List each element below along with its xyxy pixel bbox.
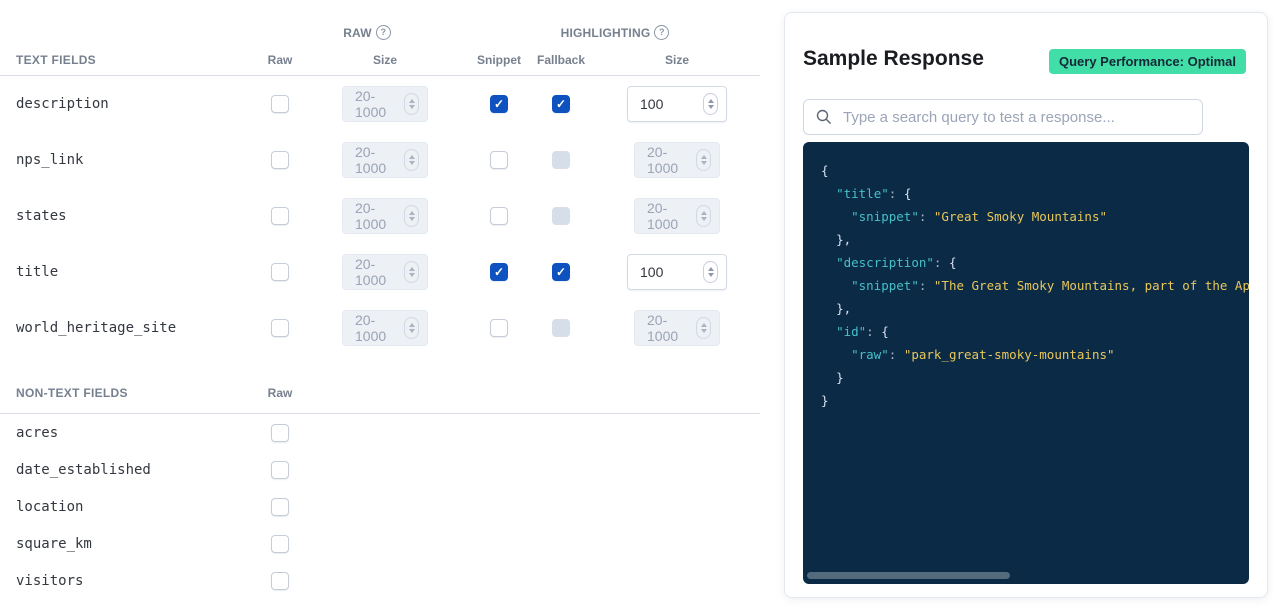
number-stepper-icon[interactable] xyxy=(404,205,419,227)
field-name: description xyxy=(16,96,109,112)
field-name: nps_link xyxy=(16,152,84,168)
fallback-checkbox[interactable] xyxy=(552,95,570,113)
raw-group-label: RAW xyxy=(343,25,372,40)
raw-checkbox[interactable] xyxy=(271,497,289,516)
code-line: "id": { xyxy=(836,324,889,339)
sample-response-card: Sample Response Query Performance: Optim… xyxy=(784,12,1268,598)
raw-size-input[interactable]: 20-1000 xyxy=(342,86,428,122)
number-stepper-icon[interactable] xyxy=(703,93,718,115)
field-name: world_heritage_site xyxy=(16,320,177,336)
raw-checkbox[interactable] xyxy=(271,534,289,553)
field-name: square_km xyxy=(16,535,92,552)
field-name: title xyxy=(16,264,59,280)
raw-help-icon[interactable]: ? xyxy=(375,25,391,40)
number-stepper-icon[interactable] xyxy=(404,149,419,171)
table-row: nps_link 20-1000 20-1000 xyxy=(0,132,760,188)
raw-checkbox[interactable] xyxy=(271,95,289,113)
raw-checkbox[interactable] xyxy=(271,263,289,281)
raw-checkbox[interactable] xyxy=(271,207,289,225)
table-row: date_established xyxy=(0,451,760,488)
number-stepper-icon[interactable] xyxy=(404,317,419,339)
raw-size-input[interactable]: 20-1000 xyxy=(342,254,428,290)
search-icon xyxy=(816,109,831,124)
number-stepper-icon[interactable] xyxy=(404,93,419,115)
raw-size-input[interactable]: 20-1000 xyxy=(342,142,428,178)
search-box[interactable] xyxy=(803,99,1203,135)
table-row: states 20-1000 20-1000 xyxy=(0,188,760,244)
snippet-checkbox[interactable] xyxy=(490,263,508,281)
highlighting-group-label: HIGHLIGHTING xyxy=(560,25,651,40)
horizontal-scrollbar[interactable] xyxy=(807,572,1010,579)
highlight-size-input[interactable]: 20-1000 xyxy=(634,198,720,234)
snippet-checkbox[interactable] xyxy=(490,151,508,169)
table-row: acres xyxy=(0,414,760,451)
highlighting-help-icon[interactable]: ? xyxy=(654,25,670,40)
code-line: } xyxy=(836,370,844,385)
number-stepper-icon[interactable] xyxy=(696,317,711,339)
table-row: location xyxy=(0,488,760,525)
query-performance-badge: Query Performance: Optimal xyxy=(1049,49,1246,74)
table-row: title 20-1000 100 xyxy=(0,244,760,300)
code-line: "description": { xyxy=(836,255,957,270)
search-input[interactable] xyxy=(841,107,1190,127)
table-row: description 20-1000 100 xyxy=(0,76,760,132)
raw-size-input[interactable]: 20-1000 xyxy=(342,198,428,234)
snippet-checkbox[interactable] xyxy=(490,319,508,337)
table-row: visitors xyxy=(0,562,760,599)
table-row: square_km xyxy=(0,525,760,562)
field-name: states xyxy=(16,208,67,224)
code-line: { xyxy=(821,163,829,178)
code-line: "title": { xyxy=(836,186,912,201)
column-fallback: Fallback xyxy=(536,52,586,67)
number-stepper-icon[interactable] xyxy=(404,261,419,283)
highlight-size-input[interactable]: 100 xyxy=(627,86,727,122)
highlighting-group-header: HIGHLIGHTING ? xyxy=(472,25,758,40)
column-raw: Raw xyxy=(267,52,293,67)
field-name: location xyxy=(16,498,84,515)
column-raw-size: Size xyxy=(372,52,397,67)
column-snippet: Snippet xyxy=(477,52,521,67)
code-line: }, xyxy=(836,232,852,247)
fallback-checkbox[interactable] xyxy=(552,151,570,169)
raw-group-header: RAW ? xyxy=(262,25,472,40)
text-fields-header-row: TEXT FIELDS Raw Size Snippet Fallback Si… xyxy=(0,44,760,76)
card-title: Sample Response xyxy=(803,47,984,70)
highlight-size-input[interactable]: 20-1000 xyxy=(634,142,720,178)
raw-checkbox[interactable] xyxy=(271,571,289,590)
group-header-row: RAW ? HIGHLIGHTING ? xyxy=(0,0,760,44)
number-stepper-icon[interactable] xyxy=(696,205,711,227)
number-stepper-icon[interactable] xyxy=(696,149,711,171)
table-row: world_heritage_site 20-1000 20-1000 xyxy=(0,300,760,356)
non-text-fields-header-row: NON-TEXT FIELDS Raw xyxy=(0,372,760,414)
code-line: "raw": "park_great-smoky-mountains" xyxy=(851,347,1115,362)
raw-checkbox[interactable] xyxy=(271,460,289,479)
fallback-checkbox[interactable] xyxy=(552,207,570,225)
raw-checkbox[interactable] xyxy=(271,151,289,169)
snippet-checkbox[interactable] xyxy=(490,207,508,225)
code-line: } xyxy=(821,393,829,408)
raw-checkbox[interactable] xyxy=(271,319,289,337)
snippet-checkbox[interactable] xyxy=(490,95,508,113)
non-text-fields-header: NON-TEXT FIELDS xyxy=(16,385,128,400)
code-line: "snippet": "The Great Smoky Mountains, p… xyxy=(851,278,1249,293)
code-line: }, xyxy=(836,301,852,316)
fallback-checkbox[interactable] xyxy=(552,263,570,281)
text-fields-header: TEXT FIELDS xyxy=(16,52,96,67)
result-settings-table: RAW ? HIGHLIGHTING ? TEXT FIELDS Raw Siz… xyxy=(0,0,760,599)
column-highlight-size: Size xyxy=(664,52,689,67)
number-stepper-icon[interactable] xyxy=(703,261,718,283)
field-name: date_established xyxy=(16,461,151,478)
fallback-checkbox[interactable] xyxy=(552,319,570,337)
response-code-block: { "title": { "snippet": "Great Smoky Mou… xyxy=(803,142,1249,584)
code-line: "snippet": "Great Smoky Mountains" xyxy=(851,209,1107,224)
raw-checkbox[interactable] xyxy=(271,423,289,442)
field-name: visitors xyxy=(16,572,84,589)
raw-size-input[interactable]: 20-1000 xyxy=(342,310,428,346)
highlight-size-input[interactable]: 100 xyxy=(627,254,727,290)
column-raw-non-text: Raw xyxy=(267,385,293,400)
field-name: acres xyxy=(16,424,59,441)
highlight-size-input[interactable]: 20-1000 xyxy=(634,310,720,346)
